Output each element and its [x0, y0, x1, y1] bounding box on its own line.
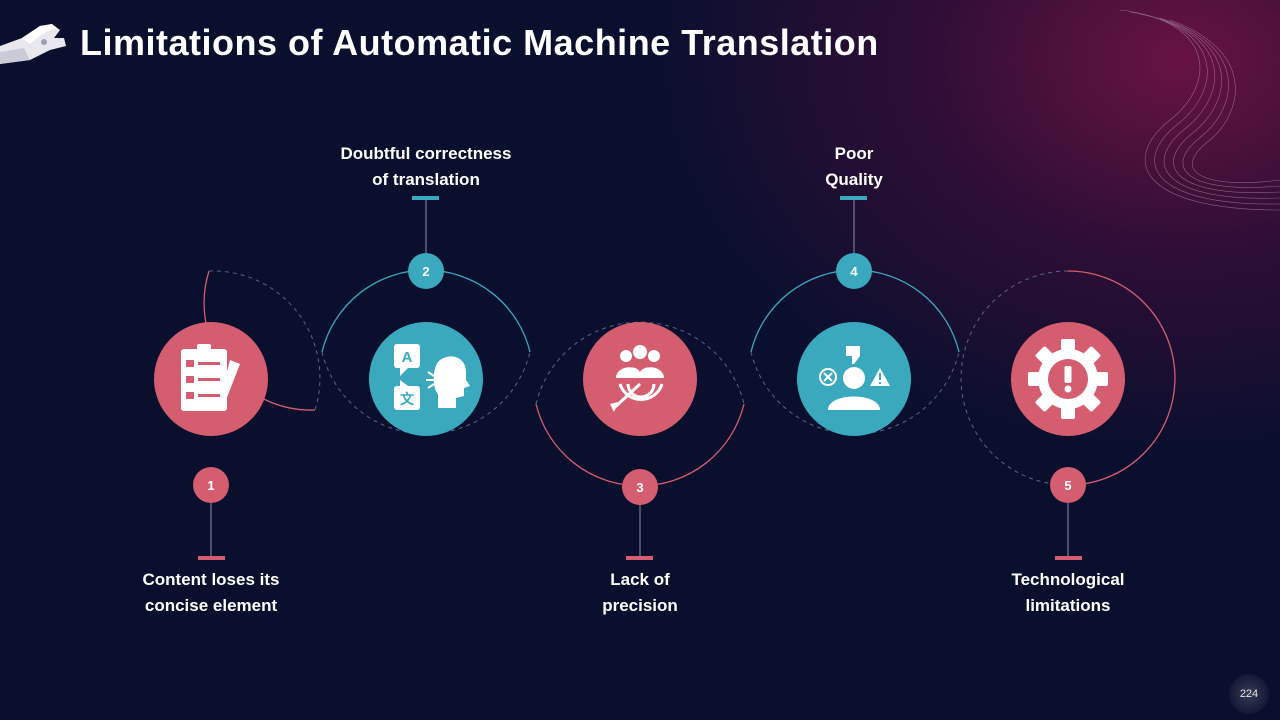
step-label-1: Content loses its concise element: [101, 567, 321, 619]
step-label-1-line1: Content loses its: [142, 570, 280, 589]
step-label-5-line2: limitations: [1025, 596, 1111, 615]
page-number: 224: [1229, 674, 1269, 714]
step-label-4-line2: Quality: [825, 170, 883, 189]
step-label-1-line2: concise element: [144, 596, 278, 615]
step-badge-3: 3: [622, 469, 658, 505]
connector-5: [1055, 502, 1082, 560]
connector-1: [198, 502, 225, 560]
checklist-pen-icon: [181, 344, 240, 411]
step-label-5: Technological limitations: [958, 567, 1178, 619]
step-label-3-line1: Lack of: [610, 570, 670, 589]
step-label-3-line2: precision: [602, 596, 678, 615]
dislike-warning-person-icon: [819, 346, 890, 410]
step-label-2: Doubtful correctness of translation: [316, 141, 536, 193]
connector-2: [412, 196, 439, 254]
step-label-4: Poor Quality: [744, 141, 964, 193]
svg-text:文: 文: [400, 391, 415, 408]
step-badge-1: 1: [193, 467, 229, 503]
ring-5: [960, 270, 1176, 486]
robot-hand-icon: [0, 24, 66, 64]
connector-4: [840, 196, 867, 254]
step-label-3: Lack of precision: [530, 567, 750, 619]
step-label-4-line1: Poor: [834, 144, 874, 163]
step-label-2-line1: Doubtful correctness: [340, 144, 512, 163]
svg-text:A: A: [402, 349, 413, 366]
translation-speech-icon: A 文: [394, 344, 470, 410]
decorative-waves: [1119, 9, 1280, 211]
gear-alert-icon: [1028, 339, 1108, 419]
step-badge-4: 4: [836, 253, 872, 289]
step-badge-2: 2: [408, 253, 444, 289]
step-label-5-line1: Technological: [1011, 570, 1125, 589]
connector-3: [626, 504, 653, 560]
step-badge-5: 5: [1050, 467, 1086, 503]
slide-title: Limitations of Automatic Machine Transla…: [80, 22, 879, 63]
target-group-icon: [610, 345, 664, 412]
icon-circle-3: [583, 322, 697, 436]
step-label-2-line2: of translation: [372, 170, 480, 189]
